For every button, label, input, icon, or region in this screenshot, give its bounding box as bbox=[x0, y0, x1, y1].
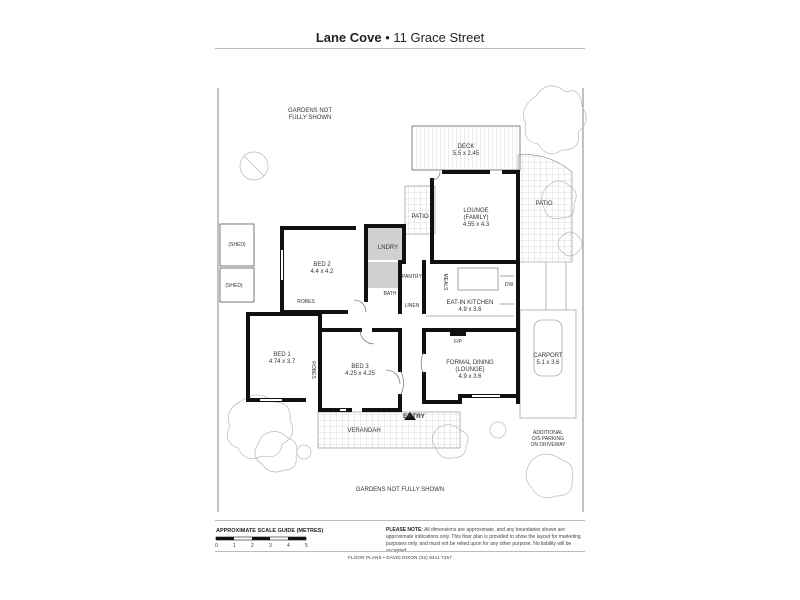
room-labels: GARDENS NOT FULLY SHOWN DECK 5.5 x 2.45 … bbox=[225, 108, 566, 493]
label-entry: ENTRY bbox=[403, 413, 425, 420]
page-title: Lane Cove • 11 Grace Street bbox=[0, 30, 800, 45]
label-parking-2: O/S PARKING bbox=[532, 436, 564, 442]
scale-tick: 2 bbox=[251, 543, 254, 549]
header-rule bbox=[215, 48, 585, 49]
label-parking-1: ADDITIONAL bbox=[533, 430, 563, 436]
sheds bbox=[219, 223, 255, 303]
label-meals: MEALS bbox=[442, 274, 448, 292]
label-bath: BATH bbox=[384, 291, 397, 297]
suburb-name: Lane Cove bbox=[315, 30, 382, 45]
label-deck-name: DECK bbox=[458, 144, 475, 150]
label-shed2: (SHED) bbox=[225, 283, 243, 289]
label-verandah: VERANDAH bbox=[347, 428, 380, 434]
kitchen-benches bbox=[426, 267, 514, 317]
label-kitchen-size: 4.9 x 3.6 bbox=[458, 307, 482, 313]
entry-arrow bbox=[404, 412, 416, 420]
street-address: 11 Grace Street bbox=[393, 30, 485, 45]
scale-bar bbox=[215, 536, 307, 541]
label-robes-bed1: ROBES bbox=[310, 361, 316, 379]
scale-tick: 5 bbox=[305, 543, 308, 549]
wet-areas bbox=[368, 226, 402, 288]
label-patio-right: PATIO bbox=[535, 201, 552, 207]
label-carport-name: CARPORT bbox=[533, 353, 563, 359]
footer-rule-bottom bbox=[215, 551, 585, 552]
label-robes-bed2: ROBES bbox=[297, 299, 315, 305]
walls bbox=[246, 170, 520, 412]
label-lounge-sub: (FAMILY) bbox=[464, 215, 489, 221]
label-parking-3: ON DRIVEWAY bbox=[530, 442, 566, 448]
label-bed2-size: 4.4 x 4.2 bbox=[310, 269, 334, 275]
label-gardens-top-1: GARDENS NOT bbox=[288, 108, 332, 114]
label-carport-size: 5.1 x 3.6 bbox=[536, 360, 560, 366]
label-bed1-size: 4.74 x 3.7 bbox=[269, 359, 296, 365]
scale-guide-title: APPROXIMATE SCALE GUIDE (METRES) bbox=[216, 528, 324, 534]
label-bed3-size: 4.25 x 4.25 bbox=[345, 371, 375, 377]
label-linen: LINEN bbox=[405, 303, 420, 309]
label-pantry: PANTRY bbox=[402, 274, 422, 280]
patio-right-area bbox=[517, 154, 573, 263]
footer-credit: FLOOR PLANS • DAVID DIXON (02) 9411 7257 bbox=[348, 555, 452, 560]
label-lndry: LNDRY bbox=[378, 245, 398, 251]
disclaimer-label: PLEASE NOTE: bbox=[386, 527, 423, 533]
label-dining-name: FORMAL DINING bbox=[446, 360, 494, 366]
title-bullet: • bbox=[385, 30, 390, 45]
scale-tick: 1 bbox=[233, 543, 236, 549]
scale-tick: 3 bbox=[269, 543, 272, 549]
label-bed3-name: BED 3 bbox=[351, 364, 369, 370]
carport-area bbox=[519, 262, 577, 419]
scale-tick: 0 bbox=[215, 543, 218, 549]
label-gardens-top-2: FULLY SHOWN bbox=[289, 115, 332, 121]
windows bbox=[260, 250, 500, 411]
label-fp: F/P bbox=[454, 339, 462, 345]
label-gardens-bottom: GARDENS NOT FULLY SHOWN bbox=[356, 487, 444, 493]
label-dining-size: 4.9 x 3.6 bbox=[458, 374, 482, 380]
label-shed1: (SHED) bbox=[228, 242, 246, 248]
scale-tick: 4 bbox=[287, 543, 290, 549]
label-patio-left: PATIO bbox=[411, 214, 428, 220]
door-swings bbox=[353, 171, 441, 397]
label-dw: DW bbox=[505, 282, 514, 288]
fireplace bbox=[450, 330, 466, 336]
label-dining-sub: (LOUNGE) bbox=[455, 367, 484, 373]
label-bed1-name: BED 1 bbox=[273, 352, 291, 358]
footer-rule-top bbox=[215, 520, 585, 521]
property-boundary bbox=[217, 88, 584, 512]
label-kitchen-name: EAT-IN KITCHEN bbox=[447, 300, 494, 306]
verandah-area bbox=[317, 411, 461, 449]
label-lounge-size: 4.55 x 4.3 bbox=[463, 222, 490, 228]
label-deck-size: 5.5 x 2.45 bbox=[453, 151, 480, 157]
label-lounge-name: LOUNGE bbox=[463, 208, 488, 214]
deck-area bbox=[411, 125, 521, 171]
label-bed2-name: BED 2 bbox=[313, 262, 331, 268]
